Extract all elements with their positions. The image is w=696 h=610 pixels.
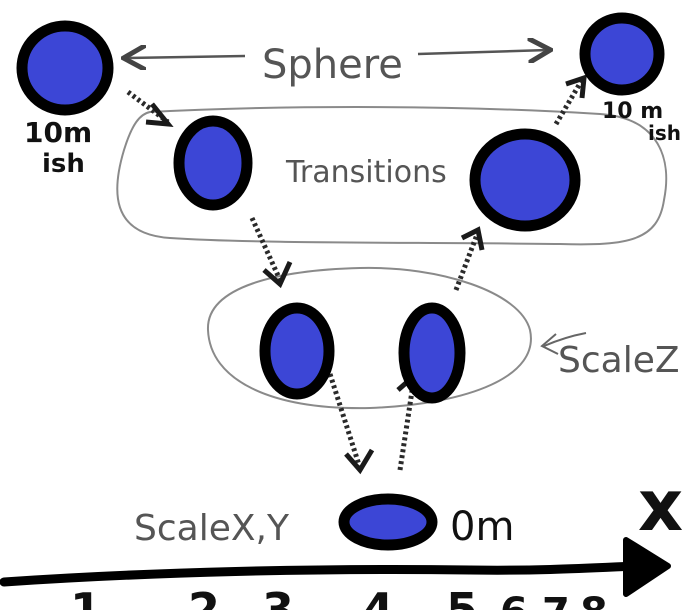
base-scalexy-blob (338, 493, 438, 551)
left-dist-line2: ish (42, 149, 85, 179)
axis-tick-label: 5 (446, 583, 478, 610)
axis-tick-label: 8 (580, 590, 608, 610)
scalez-label: ScaleZ (558, 340, 680, 381)
arrow-transition-to-right-sphere (553, 78, 585, 126)
x-axis-arrowhead (623, 537, 671, 597)
transitions-group-outline (116, 106, 668, 246)
axis-tick-label: 4 (362, 583, 394, 610)
axis-tick-label: 3 (262, 583, 294, 610)
scalexy-label: ScaleX,Y (134, 508, 290, 549)
sphere-arrow-left (126, 56, 246, 58)
scalez-pointer-arrowhead (540, 333, 559, 355)
x-axis-line (0, 561, 641, 587)
right-scalez-blob (398, 302, 466, 404)
axis-tick-label: 7 (542, 590, 570, 610)
right-dist-line2: ish (648, 121, 681, 145)
connector-arrows (126, 78, 585, 471)
arrow-left-sphere-to-transition (126, 90, 170, 124)
left-transition-blob (173, 115, 253, 211)
scalez-group-outline (206, 266, 532, 410)
axis-tick-label: 2 (188, 583, 220, 610)
zero-label: 0m (450, 504, 514, 550)
sphere-arrow-right (417, 50, 548, 54)
scalez-pointer-arrow (543, 332, 587, 347)
right-dist-line1: 10 m (602, 99, 663, 124)
left-scalez-blob (259, 302, 335, 400)
arrow-scalez-to-right-transition (453, 231, 481, 291)
x-axis-name: x (638, 465, 683, 547)
axis-tick-label: 1 (70, 583, 102, 610)
left-sphere-blob (16, 20, 114, 116)
left-dist-line1: 10m (24, 116, 92, 149)
sphere-label: Sphere (262, 42, 403, 88)
axis-tick-labels: 1 2 3 4 5 678 (70, 583, 608, 610)
right-sphere-blob (579, 12, 665, 96)
transitions-label: Transitions (285, 155, 447, 190)
arrow-left-transition-to-scalez (249, 216, 283, 282)
axis-tick-label: 6 (500, 590, 528, 610)
right-transition-blob (469, 128, 581, 232)
arrow-left-scalez-to-base (327, 373, 363, 469)
